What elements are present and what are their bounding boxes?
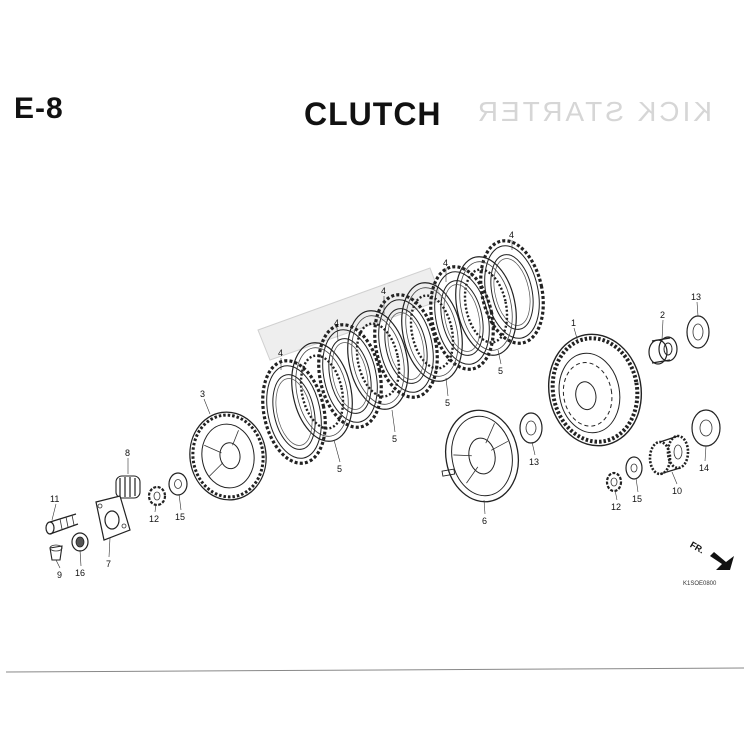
callout-12: 12 — [149, 514, 159, 524]
callout-11: 11 — [50, 494, 59, 504]
primary-drive-gear — [648, 434, 690, 476]
callout-4: 4 — [334, 318, 339, 328]
callout-4: 4 — [509, 230, 514, 240]
leader-lines — [51, 240, 707, 569]
callout-6: 6 — [482, 516, 487, 526]
callout-13: 13 — [529, 457, 539, 467]
callout-15: 15 — [632, 494, 642, 504]
callout-7: 7 — [106, 559, 111, 569]
callout-12: 12 — [611, 502, 621, 512]
outer-guide-collar — [648, 336, 678, 365]
callout-1: 1 — [571, 318, 576, 328]
callout-9: 9 — [57, 570, 62, 580]
clutch-center — [441, 409, 519, 503]
callout-5: 5 — [498, 366, 503, 376]
pressure-plate — [189, 411, 267, 501]
callout-5: 5 — [392, 434, 397, 444]
front-direction-arrow-icon — [710, 552, 734, 570]
page-bottom-rule — [5, 667, 745, 673]
lock-washer — [168, 472, 188, 496]
callout-4: 4 — [381, 286, 386, 296]
callout-5: 5 — [445, 398, 450, 408]
illustration-reference-code: K1SOE0800 — [683, 581, 717, 587]
callout-4: 4 — [278, 348, 283, 358]
callout-4: 4 — [443, 258, 448, 268]
front-direction-label: FR. — [688, 540, 706, 556]
clutch-outer — [547, 333, 643, 447]
page-code: E-8 — [14, 92, 64, 125]
callout-15: 15 — [175, 512, 185, 522]
thrust-washer-large — [691, 409, 721, 447]
bleed-through-shading — [257, 267, 443, 361]
callout-2: 2 — [660, 310, 665, 320]
lock-nut — [147, 485, 167, 507]
callout-5: 5 — [337, 464, 342, 474]
callout-3: 3 — [200, 389, 205, 399]
thrust-washer — [686, 315, 710, 349]
lifter-bearing — [71, 532, 89, 552]
lifter-piece — [49, 544, 63, 561]
lock-washer — [625, 456, 643, 480]
clutch-spring — [115, 475, 141, 499]
clutch-spring-bolt — [45, 513, 79, 535]
clutch-lifter-plate — [95, 495, 131, 541]
callout-10: 10 — [672, 486, 682, 496]
callout-13: 13 — [691, 292, 701, 302]
callout-8: 8 — [125, 448, 130, 458]
callout-16: 16 — [75, 568, 85, 578]
page-title: CLUTCH — [304, 96, 442, 132]
lock-nut — [605, 471, 623, 493]
thrust-washer — [519, 412, 543, 444]
callout-14: 14 — [699, 463, 709, 473]
